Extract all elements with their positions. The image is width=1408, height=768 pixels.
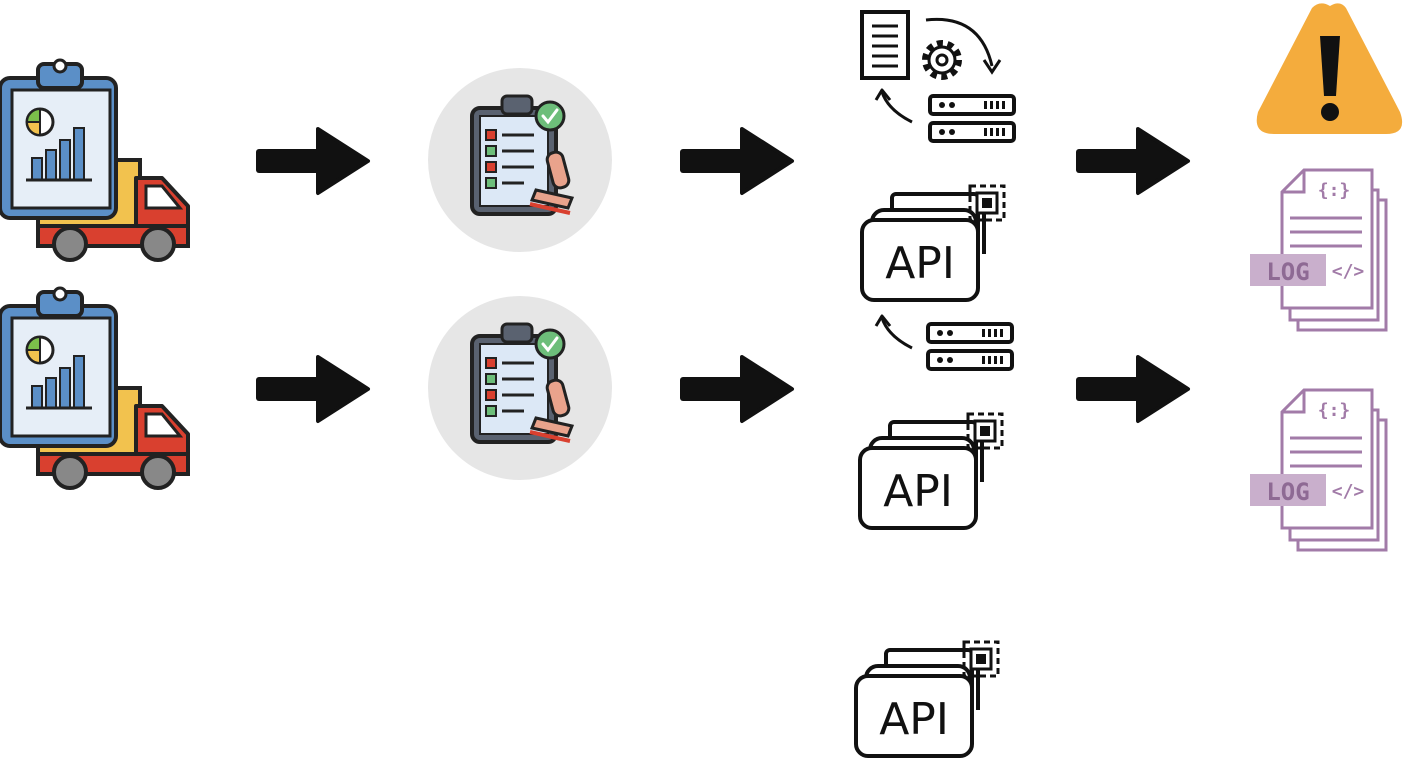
arrow-right-icon — [254, 127, 370, 195]
gear-icon — [922, 40, 962, 80]
api-label: API — [885, 238, 955, 289]
arrow-right-icon — [678, 127, 794, 195]
log-label: LOG — [1266, 258, 1309, 286]
checklist-stamp-icon-1 — [426, 66, 614, 254]
log-file-icon-1: {:} LOG </> — [1248, 168, 1388, 332]
json-tag: {:} — [1318, 180, 1351, 201]
document-gear-server-icon — [860, 10, 1016, 143]
arrow-right-icon — [678, 355, 794, 423]
server-icon — [926, 322, 1014, 371]
log-label: LOG — [1266, 478, 1309, 506]
code-tag: </> — [1332, 261, 1365, 282]
api-icon-1: API — [860, 184, 1006, 302]
checklist-stamp-icon-2 — [426, 294, 614, 482]
json-tag: {:} — [1318, 400, 1351, 421]
log-file-icon-2: {:} LOG </> — [1248, 388, 1388, 552]
arrow-right-icon — [1074, 355, 1190, 423]
curve-arrow-icon — [925, 17, 1002, 75]
api-icon-2: API — [858, 412, 1004, 530]
curve-arrow-icon — [874, 314, 914, 350]
server-icon — [928, 94, 1016, 143]
api-icon-3: API — [854, 640, 1000, 758]
warning-icon — [1256, 3, 1403, 134]
report-truck-icon-1 — [0, 58, 190, 262]
api-label: API — [879, 694, 949, 745]
report-truck-icon-2 — [0, 286, 190, 490]
document-icon — [860, 10, 910, 80]
arrow-right-icon — [254, 355, 370, 423]
code-tag: </> — [1332, 481, 1365, 502]
arrow-right-icon — [1074, 127, 1190, 195]
api-label: API — [883, 466, 953, 517]
curve-arrow-icon — [874, 88, 914, 124]
